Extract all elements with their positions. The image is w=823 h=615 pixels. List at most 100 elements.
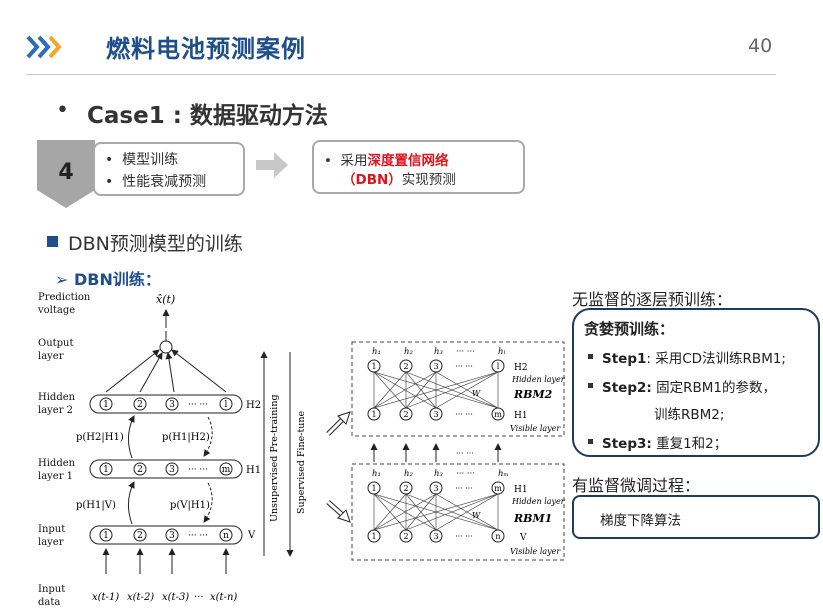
unsupervised-title: 无监督的逐层预训练： — [572, 290, 733, 309]
label-layer2: layer 2 — [38, 405, 73, 416]
rbm1-label: RBM1 — [513, 512, 552, 525]
svg-text:h₁: h₁ — [372, 469, 381, 479]
svg-text:H1: H1 — [514, 485, 528, 495]
prob-h1-h2: p(H1|H2) — [162, 432, 210, 443]
label-prediction: Prediction — [38, 292, 91, 303]
svg-text:··· ···: ··· ··· — [455, 362, 473, 371]
svg-text:3: 3 — [433, 410, 438, 419]
label-input-data: Input — [38, 584, 65, 595]
label-voltage: voltage — [37, 305, 75, 316]
supervised-title: 有监督微调过程： — [572, 476, 701, 495]
svg-text:2: 2 — [403, 362, 408, 371]
label-output: Output — [38, 338, 74, 349]
case-title: Case1 : 数据驱动方法 — [87, 103, 328, 129]
step-number-badge — [37, 140, 95, 208]
svg-text:x(t-n): x(t-n) — [210, 592, 237, 603]
header-divider — [26, 74, 776, 75]
svg-text:3: 3 — [169, 465, 175, 475]
step-right-line-1: • 采用深度置信网络 — [324, 153, 449, 169]
svg-text:3: 3 — [169, 400, 175, 410]
svg-text:n: n — [495, 532, 500, 541]
svg-text:2: 2 — [137, 531, 143, 541]
svg-text:h₂: h₂ — [404, 469, 413, 479]
prob-h2-h1: p(H2|H1) — [76, 432, 124, 443]
svg-text:W: W — [472, 511, 481, 520]
svg-text:3: 3 — [169, 531, 175, 541]
svg-text:h₁: h₁ — [372, 347, 381, 357]
dbn-diagram: Prediction voltage Output layer Hidden l… — [32, 286, 570, 615]
svg-text:h₃: h₃ — [434, 347, 443, 357]
svg-text:m: m — [222, 465, 231, 475]
svg-text:Visible layer: Visible layer — [510, 547, 561, 556]
rbm2-label: RBM2 — [513, 388, 553, 401]
svg-text:h₂: h₂ — [404, 347, 413, 357]
slide-title: 燃料电池预测案例 — [106, 35, 306, 63]
gradient-box — [572, 495, 820, 539]
svg-text:Visible layer: Visible layer — [510, 424, 561, 433]
svg-text:l: l — [225, 400, 228, 410]
label-layer: layer — [38, 351, 64, 362]
gradient-text: 梯度下降算法 — [600, 513, 681, 529]
svg-text:Hidden layer: Hidden layer — [511, 497, 566, 506]
svg-text:··· ···: ··· ··· — [456, 449, 474, 458]
label-hidden2: Hidden — [38, 392, 76, 403]
svg-text:1: 1 — [371, 362, 376, 371]
step-number: 4 — [58, 160, 74, 185]
svg-text:H2: H2 — [514, 363, 528, 373]
svg-text:3: 3 — [433, 362, 438, 371]
svg-text:l: l — [497, 362, 500, 371]
step-left-box: • 模型训练 • 性能衰减预测 — [93, 142, 245, 196]
label-input: Input — [38, 524, 65, 535]
svg-text:··· ···: ··· ··· — [455, 484, 473, 493]
label-supervised: Supervised Fine-tune — [296, 410, 307, 514]
step-bullet — [588, 439, 593, 444]
svg-text:h₃: h₃ — [434, 469, 443, 479]
svg-text:x(t-3): x(t-3) — [162, 592, 189, 603]
step-left-item-2: • 性能衰减预测 — [105, 174, 207, 190]
svg-text:1: 1 — [103, 400, 109, 410]
svg-text:··· ···: ··· ··· — [455, 410, 473, 419]
step-right-line-2: （DBN）实现预测 — [342, 172, 456, 188]
layer-h2: H2 — [246, 400, 261, 411]
svg-text:··· ···: ··· ··· — [188, 400, 208, 410]
svg-text:··· ···: ··· ··· — [456, 347, 475, 357]
greedy-title: 贪婪预训练： — [584, 320, 675, 338]
step2-continued: 训练RBM2; — [654, 407, 725, 423]
svg-text:··· ···: ··· ··· — [188, 531, 208, 541]
subheading: ➢ DBN训练： — [55, 270, 161, 289]
label-hidden1: Hidden — [38, 458, 76, 469]
svg-text:1: 1 — [371, 532, 376, 541]
step3: Step3: 重复1和2； — [602, 436, 728, 452]
svg-text:3: 3 — [433, 532, 438, 541]
svg-text:1: 1 — [103, 465, 109, 475]
label-data: data — [38, 597, 60, 608]
prob-h1-v: p(H1|V) — [76, 500, 116, 511]
svg-text:Hidden layer: Hidden layer — [511, 375, 566, 384]
triple-chevron-right-icon — [26, 35, 62, 59]
svg-text:2: 2 — [403, 410, 408, 419]
step-bullet — [588, 354, 593, 359]
step1: Step1: 采用CD法训练RBM1; — [602, 351, 786, 367]
svg-text:1: 1 — [371, 484, 376, 493]
svg-text:2: 2 — [137, 400, 143, 410]
svg-text:x(t-1): x(t-1) — [92, 592, 119, 603]
svg-text:m: m — [494, 410, 502, 419]
svg-text:1: 1 — [103, 531, 109, 541]
output-symbol: x̂(t) — [156, 293, 175, 306]
arrow-right-icon — [256, 152, 288, 178]
svg-text:··· ···: ··· ··· — [188, 465, 208, 475]
step-left-item-1: • 模型训练 — [105, 152, 179, 168]
step-bullet — [588, 383, 593, 388]
svg-text:···: ··· — [194, 592, 204, 603]
svg-text:m: m — [494, 484, 502, 493]
svg-text:··· ···: ··· ··· — [456, 469, 475, 479]
svg-text:3: 3 — [433, 484, 438, 493]
svg-text:1: 1 — [371, 410, 376, 419]
label-input-layer: layer — [38, 537, 64, 548]
svg-text:W: W — [472, 389, 481, 398]
svg-text:2: 2 — [403, 532, 408, 541]
layer-h1: H1 — [246, 465, 261, 476]
svg-text:2: 2 — [137, 465, 143, 475]
svg-text:n: n — [223, 531, 229, 541]
svg-text:2: 2 — [403, 484, 408, 493]
